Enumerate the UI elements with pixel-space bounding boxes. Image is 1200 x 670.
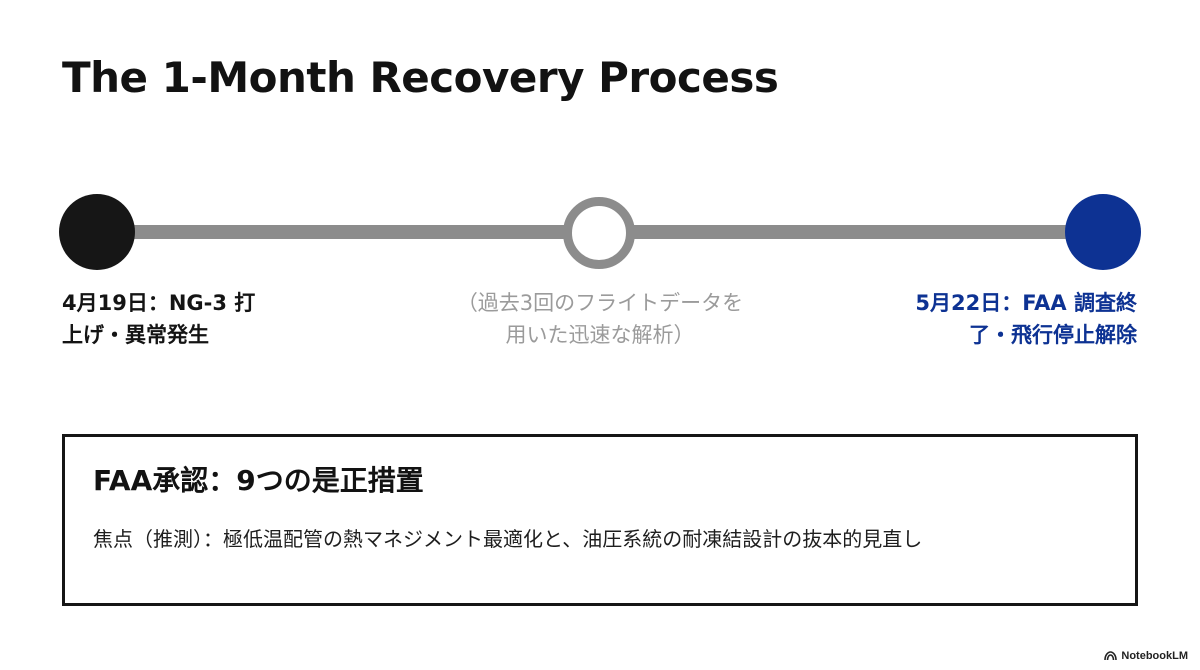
milestone-analysis-line-1: （過去3回のフライトデータを	[456, 291, 744, 315]
milestone-end-line-2: 了・飛行停止解除	[969, 323, 1137, 347]
recovery-timeline: 4月19日：NG-3 打 上げ・異常発生 （過去3回のフライトデータを 用いた迅…	[59, 194, 1141, 351]
milestone-analysis-line-2: 用いた迅速な解析）	[505, 323, 695, 347]
page-title: The 1-Month Recovery Process	[62, 53, 779, 102]
notebooklm-label: NotebookLM	[1121, 650, 1188, 662]
corrective-actions-heading: FAA承認：9つの是正措置	[93, 464, 424, 497]
notebooklm-brand: NotebookLM	[1104, 650, 1188, 662]
milestone-end-label: 5月22日：FAA 調査終 了・飛行停止解除	[880, 287, 1137, 351]
milestone-analysis-label: （過去3回のフライトデータを 用いた迅速な解析）	[405, 287, 795, 351]
milestone-end-line-1: 5月22日：FAA 調査終	[915, 291, 1137, 315]
notebooklm-logo-icon	[1104, 651, 1118, 661]
corrective-actions-body: 焦点（推測）：極低温配管の熱マネジメント最適化と、油圧系統の耐凍結設計の抜本的見…	[93, 527, 923, 551]
milestone-analysis-node	[563, 197, 635, 269]
milestone-start-line-1: 4月19日：NG-3 打	[62, 291, 256, 315]
milestone-end-node	[1065, 194, 1141, 270]
milestone-start-node	[59, 194, 135, 270]
milestone-start-line-2: 上げ・異常発生	[62, 323, 209, 347]
corrective-actions-box: FAA承認：9つの是正措置 焦点（推測）：極低温配管の熱マネジメント最適化と、油…	[62, 434, 1138, 606]
milestone-start-label: 4月19日：NG-3 打 上げ・異常発生	[62, 287, 297, 351]
